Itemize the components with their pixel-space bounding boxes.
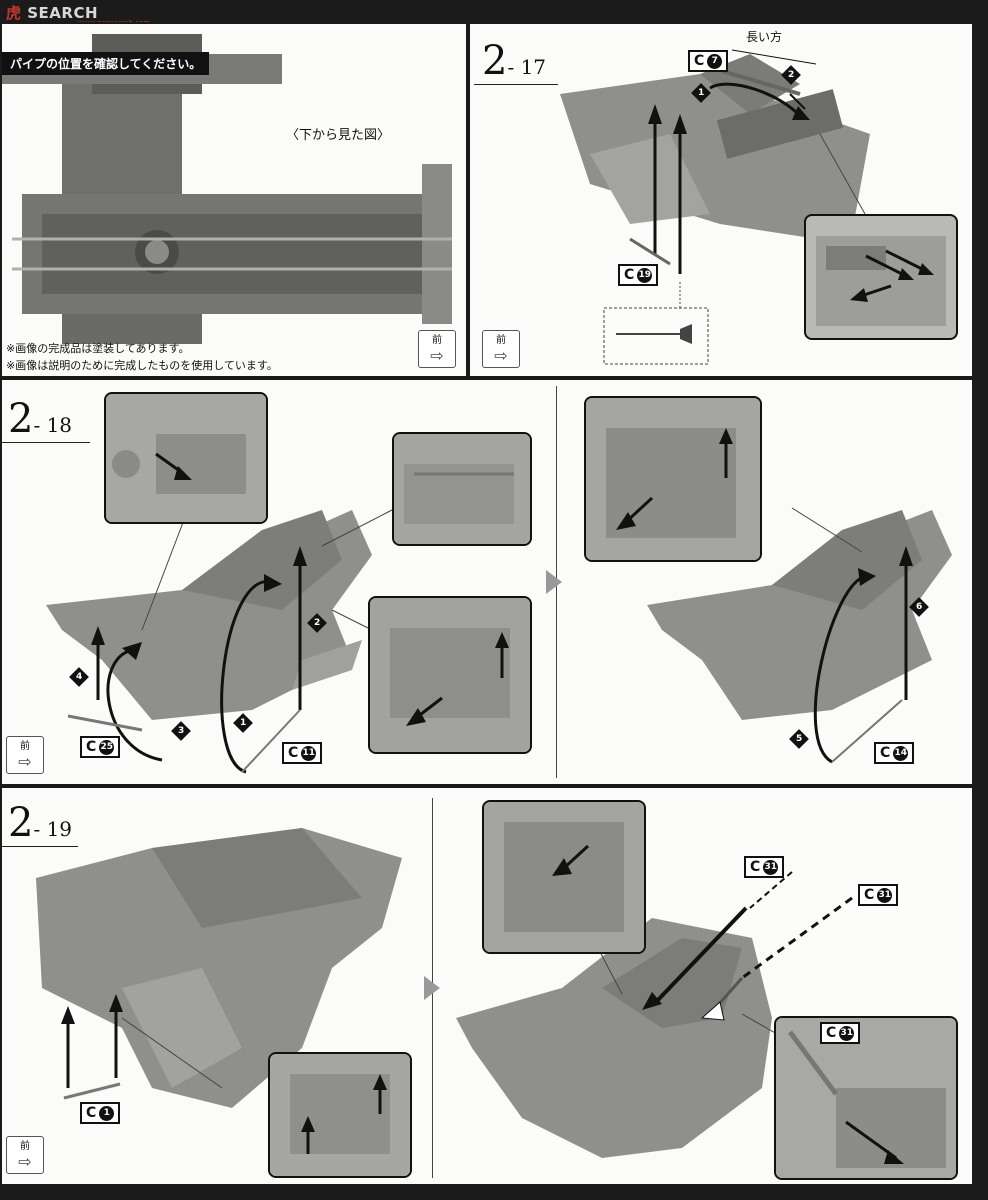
step-underline (2, 846, 78, 847)
long-side-label: 長い方 (746, 30, 783, 44)
next-arrow (546, 570, 562, 594)
note-painted: ※画像の完成品は塗装してあります。 (6, 342, 190, 355)
next-arrow (424, 976, 440, 1000)
step-number-2-18: 2- 18 (8, 396, 73, 442)
panel-step-2-19: 2- 19 (0, 786, 974, 1186)
step-2-17-model-illustration (560, 49, 870, 365)
right-border-strip (974, 0, 988, 1200)
step-2-19-detail-inset-c (774, 1016, 958, 1180)
step-2-18-detail-inset-a (104, 392, 268, 524)
watermark-logo: 虎 SEARCH (6, 4, 99, 22)
note-completed: ※画像は説明のために完成したものを使用しています。 (6, 359, 278, 372)
step-number-2-19: 2- 19 (8, 800, 73, 846)
top-border-strip (0, 0, 988, 22)
front-direction-icon: 前⇨ (482, 330, 520, 368)
step-2-18-detail-inset-d (584, 396, 762, 562)
step-2-19-detail-inset-a (268, 1052, 412, 1178)
step-2-19-model-illustration (36, 828, 853, 1158)
panel-step-2-18: 2- 18 (0, 378, 974, 786)
pipe-position-banner: パイプの位置を確認してください。 (2, 52, 210, 75)
front-direction-icon: 前⇨ (418, 330, 456, 368)
view-from-below-caption: 〈下から見た図〉 (286, 128, 391, 143)
bottom-view-model-illustration (2, 34, 452, 344)
bottom-border-strip (0, 1186, 988, 1200)
panel-bottom-view: パイプの位置を確認してください。 〈下から見た図〉 ※画像の完成品は塗装してあり… (0, 22, 468, 378)
step-2-17-detail-inset (804, 214, 958, 340)
step-number-2-17: 2- 17 (482, 38, 547, 84)
step-2-19-detail-inset-b (482, 800, 646, 954)
front-direction-icon: 前⇨ (6, 1136, 44, 1174)
step-underline (2, 442, 90, 443)
step-underline (474, 84, 558, 85)
front-direction-icon: 前⇨ (6, 736, 44, 774)
step-2-18-detail-inset-b (392, 432, 532, 546)
notes: ※画像の完成品は塗装してあります。 ※画像は説明のために完成したものを使用してい… (6, 340, 278, 374)
step-2-18-model-illustration (46, 507, 952, 774)
step-2-18-detail-inset-c (368, 596, 532, 754)
